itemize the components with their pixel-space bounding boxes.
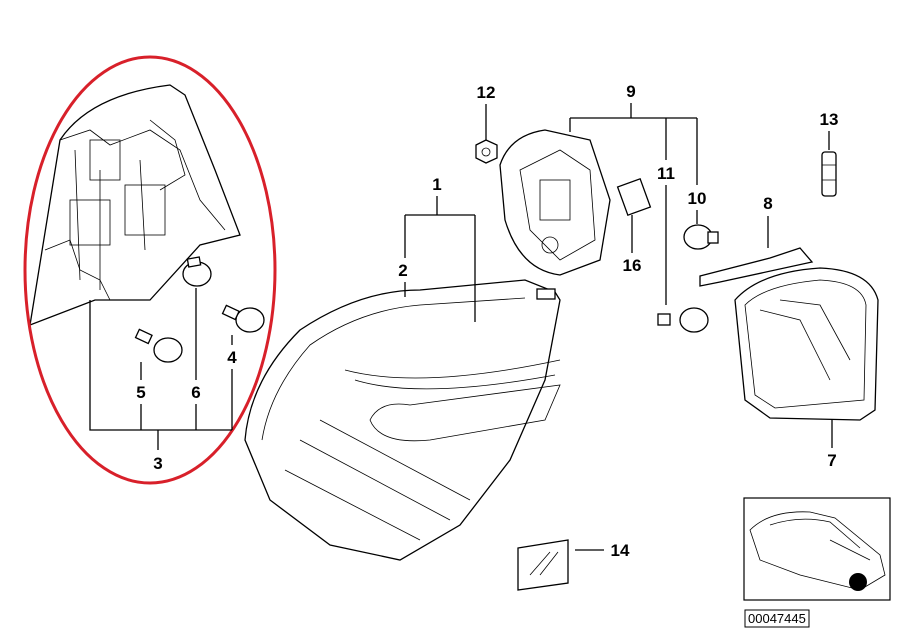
- callout-12: 12: [477, 83, 496, 102]
- bulb-11: [657, 307, 709, 333]
- callout-6: 6: [191, 383, 200, 402]
- bulb-4: [221, 304, 265, 333]
- callout-2: 2: [398, 261, 407, 280]
- callout-11: 11: [657, 164, 675, 183]
- connector-16: [616, 177, 652, 217]
- gasket-8: [699, 247, 814, 287]
- callout-9: 9: [626, 82, 635, 101]
- callout-13: 13: [820, 110, 839, 129]
- vehicle-location-thumbnail: 00047445: [743, 497, 891, 628]
- bulb-13: [821, 151, 837, 197]
- callout-7: 7: [827, 451, 836, 470]
- location-marker: [849, 573, 867, 591]
- bulb-5: [134, 328, 183, 363]
- bulb-carrier-part: [499, 129, 611, 276]
- leader-lines: [89, 103, 833, 551]
- callout-5: 5: [136, 383, 145, 402]
- bulb-6: [182, 256, 212, 287]
- tail-light-housing-part: [244, 279, 561, 561]
- nut-12: [475, 139, 498, 164]
- callout-8: 8: [763, 194, 772, 213]
- callout-16: 16: [623, 256, 642, 275]
- inner-light-7: [734, 267, 879, 421]
- bulb-10: [683, 224, 719, 250]
- callout-3: 3: [153, 454, 162, 473]
- callout-1: 1: [432, 175, 441, 194]
- highlight-ellipse: [23, 55, 277, 485]
- label-14: [517, 539, 569, 591]
- callout-10: 10: [688, 189, 707, 208]
- bulb-holder-part: [29, 84, 241, 327]
- callout-4: 4: [227, 348, 237, 367]
- callout-14: 14: [611, 541, 630, 560]
- diagram-code: 00047445: [748, 611, 806, 626]
